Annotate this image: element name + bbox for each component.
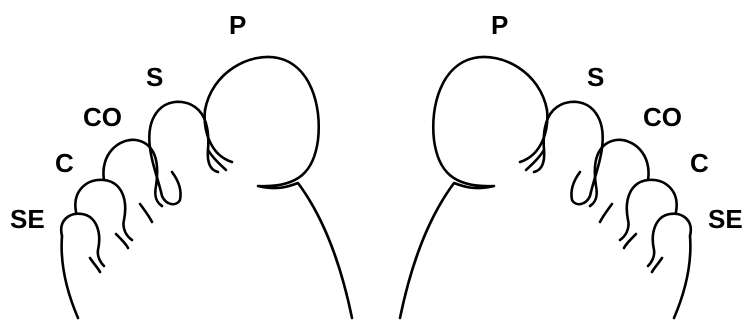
right-fourth-toe (620, 180, 677, 240)
left-label-p: P (229, 12, 246, 38)
left-foot-outer-edge (62, 236, 78, 318)
right-second-toe (534, 102, 603, 172)
left-fifth-toe (61, 214, 104, 266)
right-foot (400, 57, 691, 318)
right-label-se: SE (708, 206, 743, 232)
left-foot (61, 57, 352, 318)
right-label-co: CO (643, 104, 682, 130)
right-foot-outer-edge (674, 236, 690, 318)
left-third-toe-crease (140, 204, 152, 222)
right-label-p: P (491, 12, 508, 38)
right-third-toe (590, 140, 649, 206)
right-big-toe (400, 57, 547, 318)
left-fourth-toe (75, 180, 132, 240)
right-third-toe-crease (600, 204, 612, 222)
left-second-toe (149, 102, 218, 172)
left-third-toe (103, 140, 162, 206)
left-label-c: C (55, 150, 74, 176)
left-label-se: SE (10, 206, 45, 232)
left-big-toe (205, 57, 352, 318)
right-fifth-toe (648, 214, 691, 266)
left-label-co: CO (83, 104, 122, 130)
left-label-s: S (146, 64, 163, 90)
right-label-c: C (690, 150, 709, 176)
right-label-s: S (587, 64, 604, 90)
